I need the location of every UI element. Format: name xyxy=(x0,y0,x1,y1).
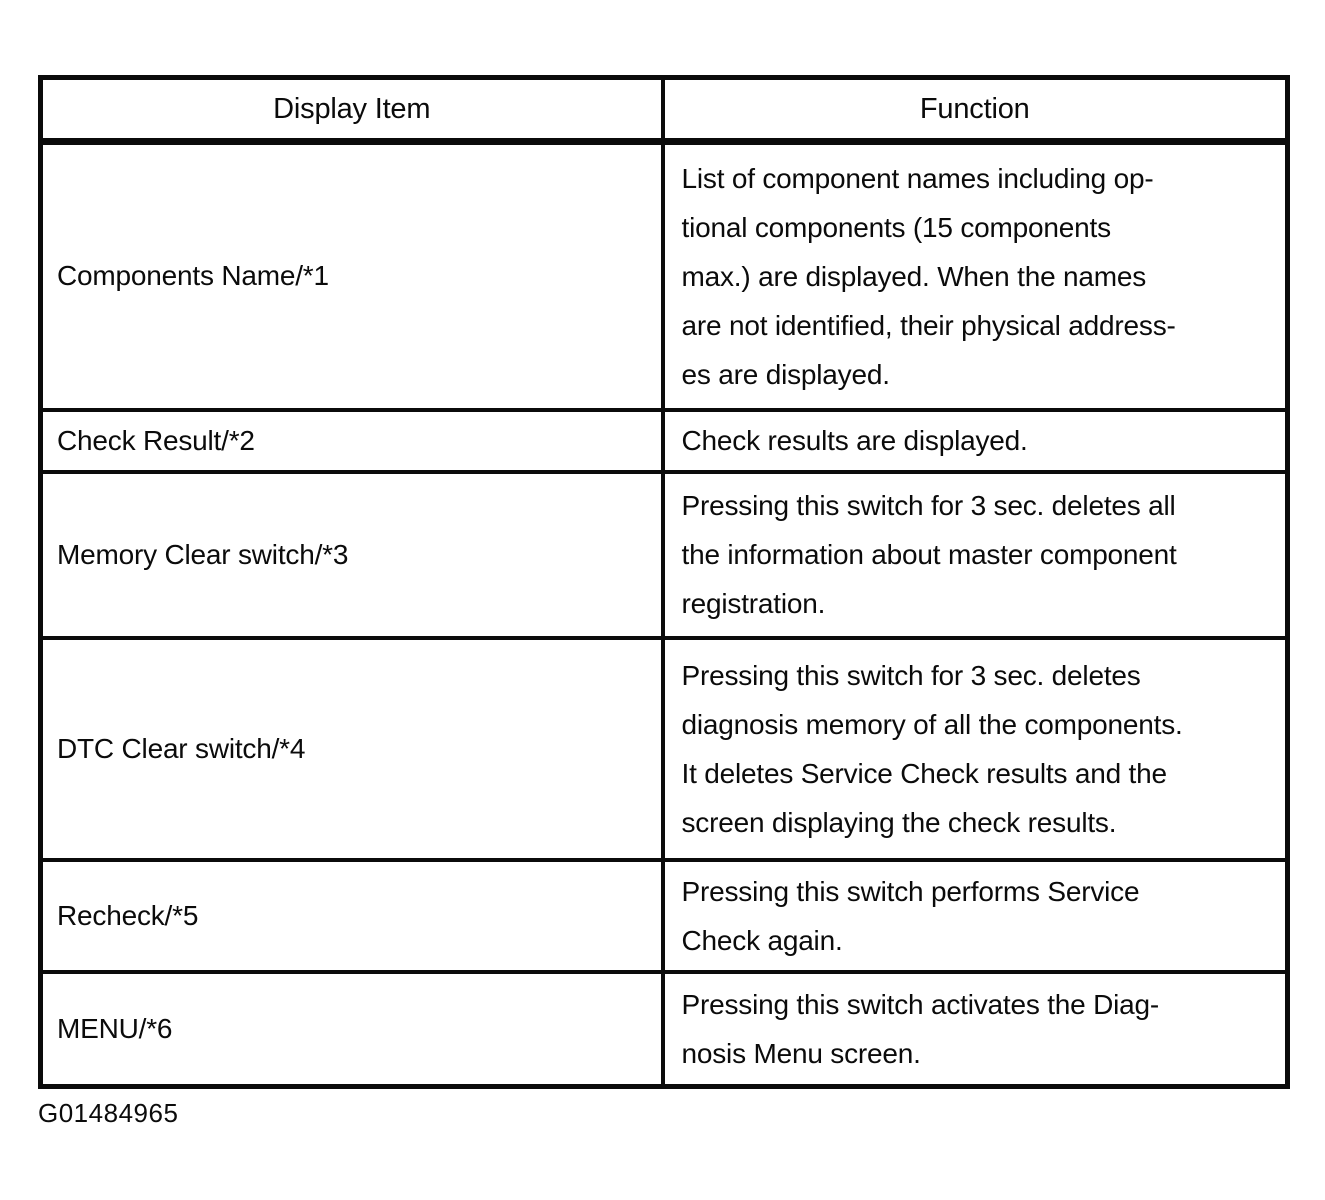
display-item-cell: DTC Clear switch/*4 xyxy=(38,635,665,862)
display-item-cell: Memory Clear switch/*3 xyxy=(38,469,665,640)
display-item-cell: Check Result/*2 xyxy=(38,407,665,474)
table-row: Memory Clear switch/*3 Pressing this swi… xyxy=(38,469,1290,640)
table-row: Recheck/*5 Pressing this switch performs… xyxy=(38,857,1290,974)
function-cell: Pressing this switch for 3 sec. deletes … xyxy=(660,469,1290,640)
table-row: MENU/*6 Pressing this switch activates t… xyxy=(38,969,1290,1089)
table-row: Components Name/*1 List of component nam… xyxy=(38,139,1290,412)
column-header-display-item: Display Item xyxy=(38,75,665,145)
figure-code: G01484965 xyxy=(38,1098,179,1128)
display-item-cell: Components Name/*1 xyxy=(38,139,665,412)
table-row: DTC Clear switch/*4 Pressing this switch… xyxy=(38,635,1290,862)
function-cell: List of component names including op- ti… xyxy=(660,139,1290,412)
display-function-table: Display Item Function Components Name/*1… xyxy=(38,75,1290,1089)
column-header-function: Function xyxy=(660,75,1290,145)
table-row: Check Result/*2 Check results are displa… xyxy=(38,407,1290,474)
table-header-row: Display Item Function xyxy=(38,75,1290,145)
display-item-cell: Recheck/*5 xyxy=(38,857,665,974)
function-cell: Pressing this switch performs Service Ch… xyxy=(660,857,1290,974)
function-cell: Pressing this switch for 3 sec. deletes … xyxy=(660,635,1290,862)
display-item-cell: MENU/*6 xyxy=(38,969,665,1089)
function-cell: Pressing this switch activates the Diag-… xyxy=(660,969,1290,1089)
function-cell: Check results are displayed. xyxy=(660,407,1290,474)
